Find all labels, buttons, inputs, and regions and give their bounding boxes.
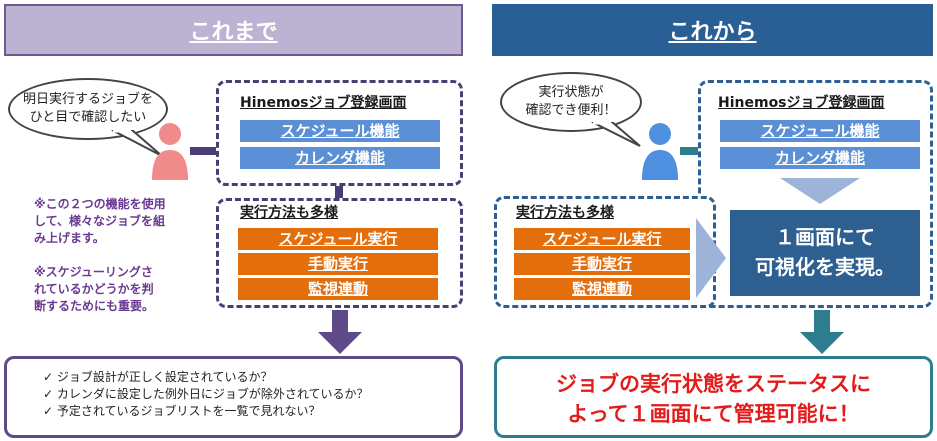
monitor-exec-bar: 監視連動: [514, 278, 690, 300]
bubble-line: 明日実行するジョブを: [22, 92, 153, 107]
person-pink-icon: [152, 123, 188, 180]
result-line: 可視化を実現。: [755, 255, 895, 279]
down-arrow-icon: [800, 310, 844, 354]
notes: ※この２つの機能を使用 して、様々なジョブを組 み上げます。 ※スケジューリング…: [34, 196, 209, 315]
conclusion-line: よって１画面にて管理可能に！: [567, 402, 860, 426]
bubble-line: ひと目で確認したい: [29, 110, 147, 125]
check-item: ✓ カレンダに設定した例外日にジョブが除外されているか？: [43, 387, 369, 401]
speech-bubble-after: 実行状態が 確認でき便利！: [500, 72, 642, 132]
panel-title: Hinemosジョブ登録画面: [718, 95, 885, 111]
issues-box: ✓ ジョブ設計が正しく設定されているか？ ✓ カレンダに設定した例外日にジョブが…: [4, 356, 463, 438]
connector: [335, 186, 343, 200]
connector: [680, 147, 702, 155]
bubble-tail: [591, 122, 641, 147]
result-line: １画面にて: [775, 225, 875, 249]
manual-exec-bar: 手動実行: [238, 253, 438, 275]
person-blue-icon: [642, 123, 678, 180]
visualization-result-box: １画面にて 可視化を実現。: [730, 210, 920, 296]
note-spacer: [34, 247, 209, 264]
monitor-exec-bar: 監視連動: [238, 278, 438, 300]
note-line: み上げます。: [34, 231, 105, 245]
schedule-exec-bar: スケジュール実行: [514, 228, 690, 250]
speech-bubble-before: 明日実行するジョブを ひと目で確認したい: [8, 78, 168, 140]
bubble-line: 実行状態が: [538, 85, 604, 100]
connector: [190, 147, 220, 155]
header-after: これから: [492, 4, 933, 56]
down-arrow-icon: [318, 310, 362, 354]
right-triangle-icon: [696, 218, 726, 298]
manual-exec-bar: 手動実行: [514, 253, 690, 275]
conclusion-box: ジョブの実行状態をステータスに よって１画面にて管理可能に！: [494, 356, 933, 438]
note-line: して、様々なジョブを組: [34, 214, 166, 228]
schedule-function-bar: スケジュール機能: [720, 120, 920, 142]
schedule-function-bar: スケジュール機能: [240, 120, 440, 142]
conclusion-line: ジョブの実行状態をステータスに: [556, 372, 871, 396]
calendar-function-bar: カレンダ機能: [720, 147, 920, 169]
bubble-line: 確認でき便利！: [525, 103, 617, 118]
panel-title: Hinemosジョブ登録画面: [240, 95, 407, 111]
note-line: ※この２つの機能を使用: [34, 197, 166, 211]
header-before: これまで: [4, 4, 463, 56]
note-line: 断するためにも重要。: [34, 299, 155, 313]
calendar-function-bar: カレンダ機能: [240, 147, 440, 169]
schedule-exec-bar: スケジュール実行: [238, 228, 438, 250]
exec-title: 実行方法も多様: [516, 205, 614, 221]
exec-title: 実行方法も多様: [240, 205, 338, 221]
check-item: ✓ 予定されているジョブリストを一覧で見れない？: [43, 404, 321, 418]
note-line: ※スケジューリングさ: [34, 265, 153, 279]
check-item: ✓ ジョブ設計が正しく設定されているか？: [43, 370, 273, 384]
note-line: れているかどうかを判: [34, 282, 154, 296]
bubble-tail: [111, 130, 163, 157]
down-triangle-icon: [780, 178, 860, 204]
